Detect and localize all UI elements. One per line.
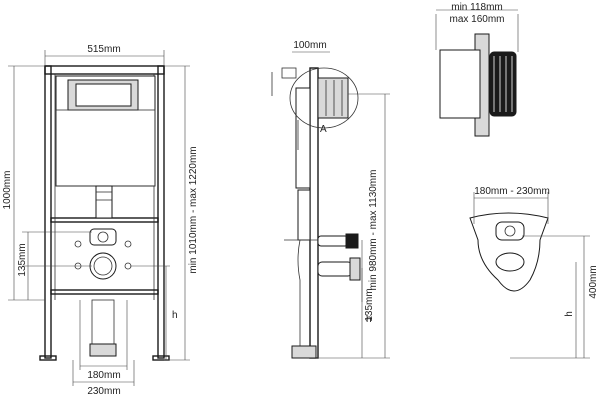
label-side-depth: 100mm xyxy=(293,40,326,51)
side-connector-cap xyxy=(345,233,359,249)
bolt-left-upper xyxy=(74,240,82,248)
label-bottom-180: 180mm xyxy=(87,370,120,381)
front-foot-right xyxy=(152,355,170,361)
button-ribbed-body xyxy=(489,51,517,117)
side-detail-circle xyxy=(289,67,359,129)
label-front-width: 515mm xyxy=(87,44,120,55)
label-button-min: min 118mm xyxy=(451,2,503,13)
side-flush-button xyxy=(317,77,349,119)
side-waste-connector xyxy=(317,261,353,277)
button-housing xyxy=(439,49,481,119)
side-top-bracket xyxy=(281,67,297,79)
flush-connector-hole xyxy=(97,231,109,243)
bolt-right-upper xyxy=(124,240,132,248)
label-side-h: h xyxy=(366,314,372,325)
front-frame-top-rail xyxy=(44,65,165,75)
label-front-height: 1000mm xyxy=(2,171,13,210)
side-drain-curve xyxy=(297,239,301,346)
bowl-outline xyxy=(469,212,549,292)
side-frame-post xyxy=(309,67,319,359)
label-side-outlet-height: 135mm xyxy=(364,288,375,321)
flush-pipe xyxy=(95,185,113,219)
front-frame-right-post xyxy=(157,65,165,359)
front-frame-left-post xyxy=(44,65,52,359)
side-flush-connector xyxy=(317,235,349,247)
bowl-outlet xyxy=(495,252,525,272)
drain-pipe-front xyxy=(91,299,115,345)
label-bowl-h: h xyxy=(564,311,575,317)
side-view: A 100mm min 980mm - max 1130mm 135mm h xyxy=(271,40,390,359)
label-front-outlet-height: 135mm xyxy=(17,243,28,276)
front-view: 515mm 1000mm 135mm min 1010mm - max 1220… xyxy=(2,44,199,397)
front-foot-left xyxy=(39,355,57,361)
label-side-detail: A xyxy=(320,124,327,135)
side-foot xyxy=(291,345,317,359)
side-flush-pipe xyxy=(297,189,311,241)
drain-elbow-front xyxy=(89,343,117,357)
label-bowl-spacing: 180mm - 230mm xyxy=(474,186,550,197)
label-bottom-230: 230mm xyxy=(87,386,120,397)
label-side-height: min 980mm - max 1130mm xyxy=(368,170,379,291)
front-frame-lower-rail xyxy=(50,289,159,295)
bowl-inlet xyxy=(495,221,525,241)
side-cistern xyxy=(295,87,311,189)
side-waste-end xyxy=(349,257,361,281)
label-front-h: h xyxy=(172,310,178,321)
label-button-max: max 160mm xyxy=(449,14,504,25)
label-front-frame-height: min 1010mm - max 1220mm xyxy=(188,146,199,273)
bowl-view: 180mm - 230mm 400mm h xyxy=(469,186,599,359)
flush-plate-opening xyxy=(75,83,132,107)
label-bowl-height: 400mm xyxy=(588,265,599,298)
bowl-inlet-hole xyxy=(504,225,516,237)
button-detail-view: min 118mm max 160mm xyxy=(435,2,519,137)
waste-outlet-inner xyxy=(93,256,113,276)
flush-connector xyxy=(89,228,117,246)
front-frame-mid-rail xyxy=(50,217,159,223)
